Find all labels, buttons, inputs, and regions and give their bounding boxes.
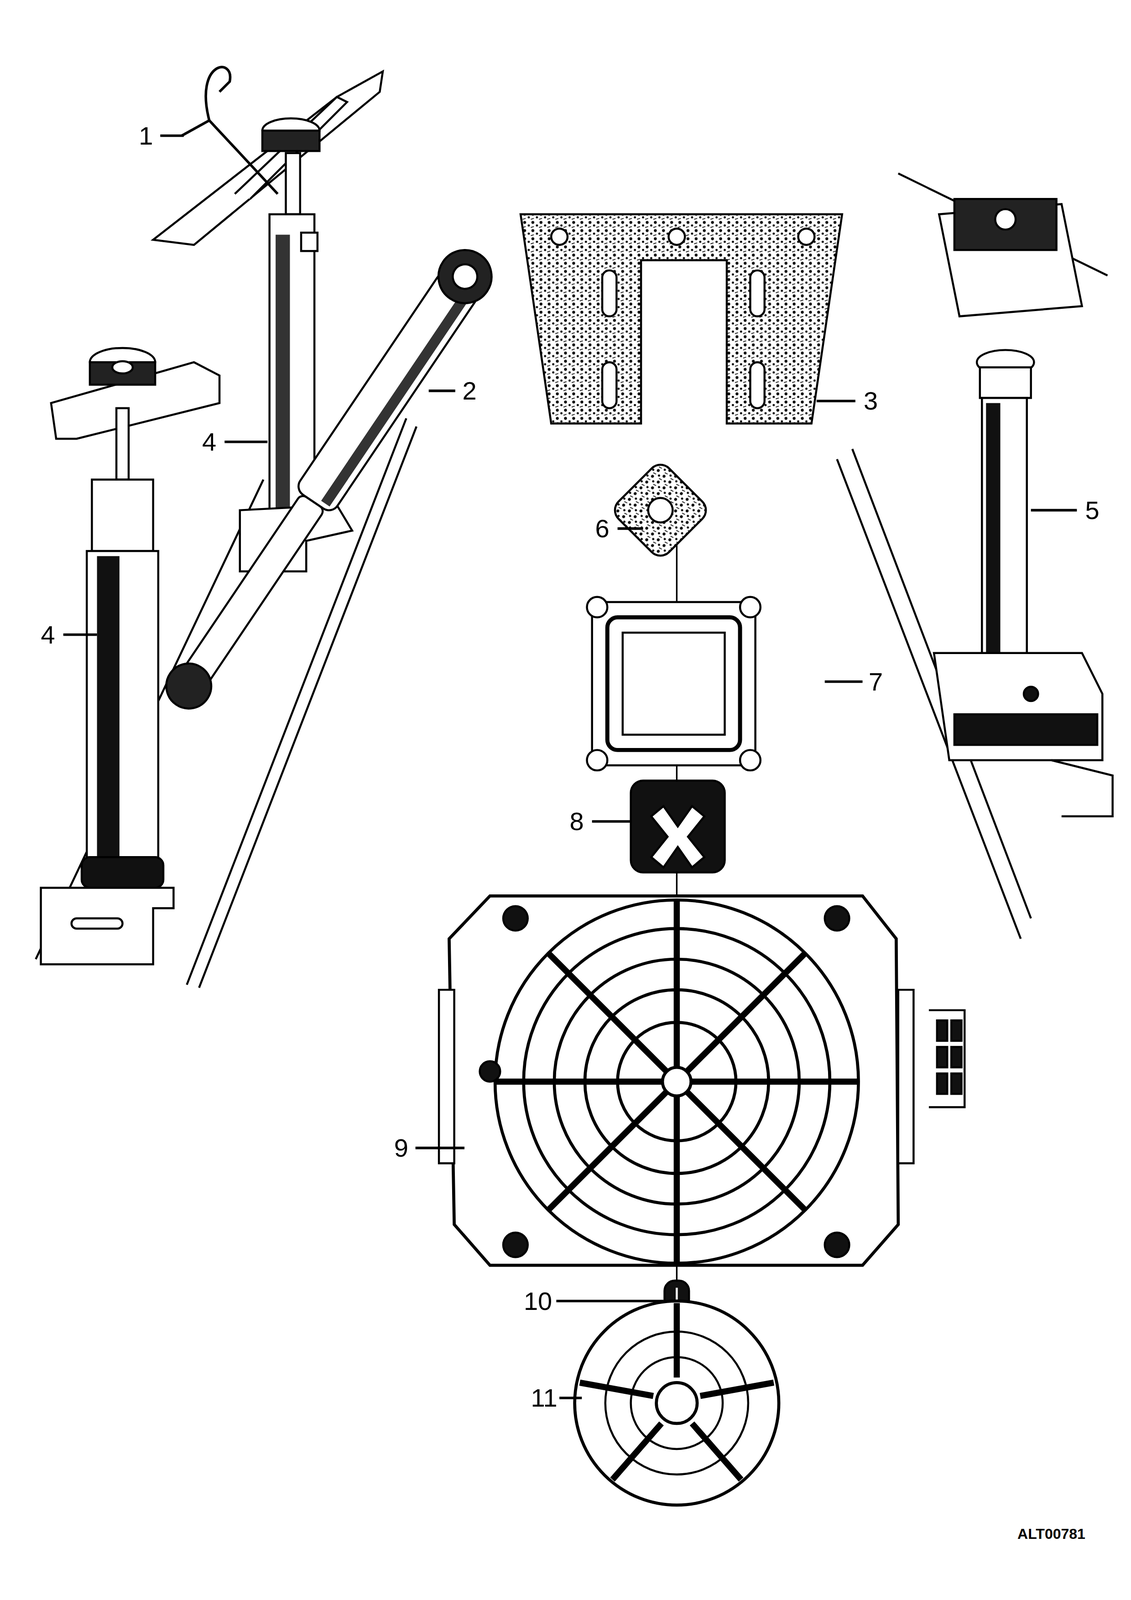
- callout-number: 8: [568, 808, 585, 835]
- figure-id: ALT00781: [1016, 1527, 1087, 1542]
- callout-number: 4: [40, 622, 57, 648]
- right-jack: [837, 173, 1113, 939]
- callout-number: 9: [393, 1135, 410, 1162]
- callout-number: 6: [594, 515, 610, 542]
- callout-number: 1: [137, 123, 154, 149]
- leader-lines: [63, 135, 1078, 1399]
- callout-number: 2: [461, 378, 478, 404]
- callout-number: 4: [201, 429, 218, 455]
- callout-number: 5: [1084, 497, 1100, 524]
- callout-number: 7: [867, 669, 884, 695]
- left-jacks: [35, 67, 502, 989]
- callout-number: 10: [522, 1288, 553, 1315]
- callout-number: 3: [862, 388, 879, 414]
- center-stack: [438, 214, 965, 1506]
- callout-number: 11: [529, 1385, 558, 1412]
